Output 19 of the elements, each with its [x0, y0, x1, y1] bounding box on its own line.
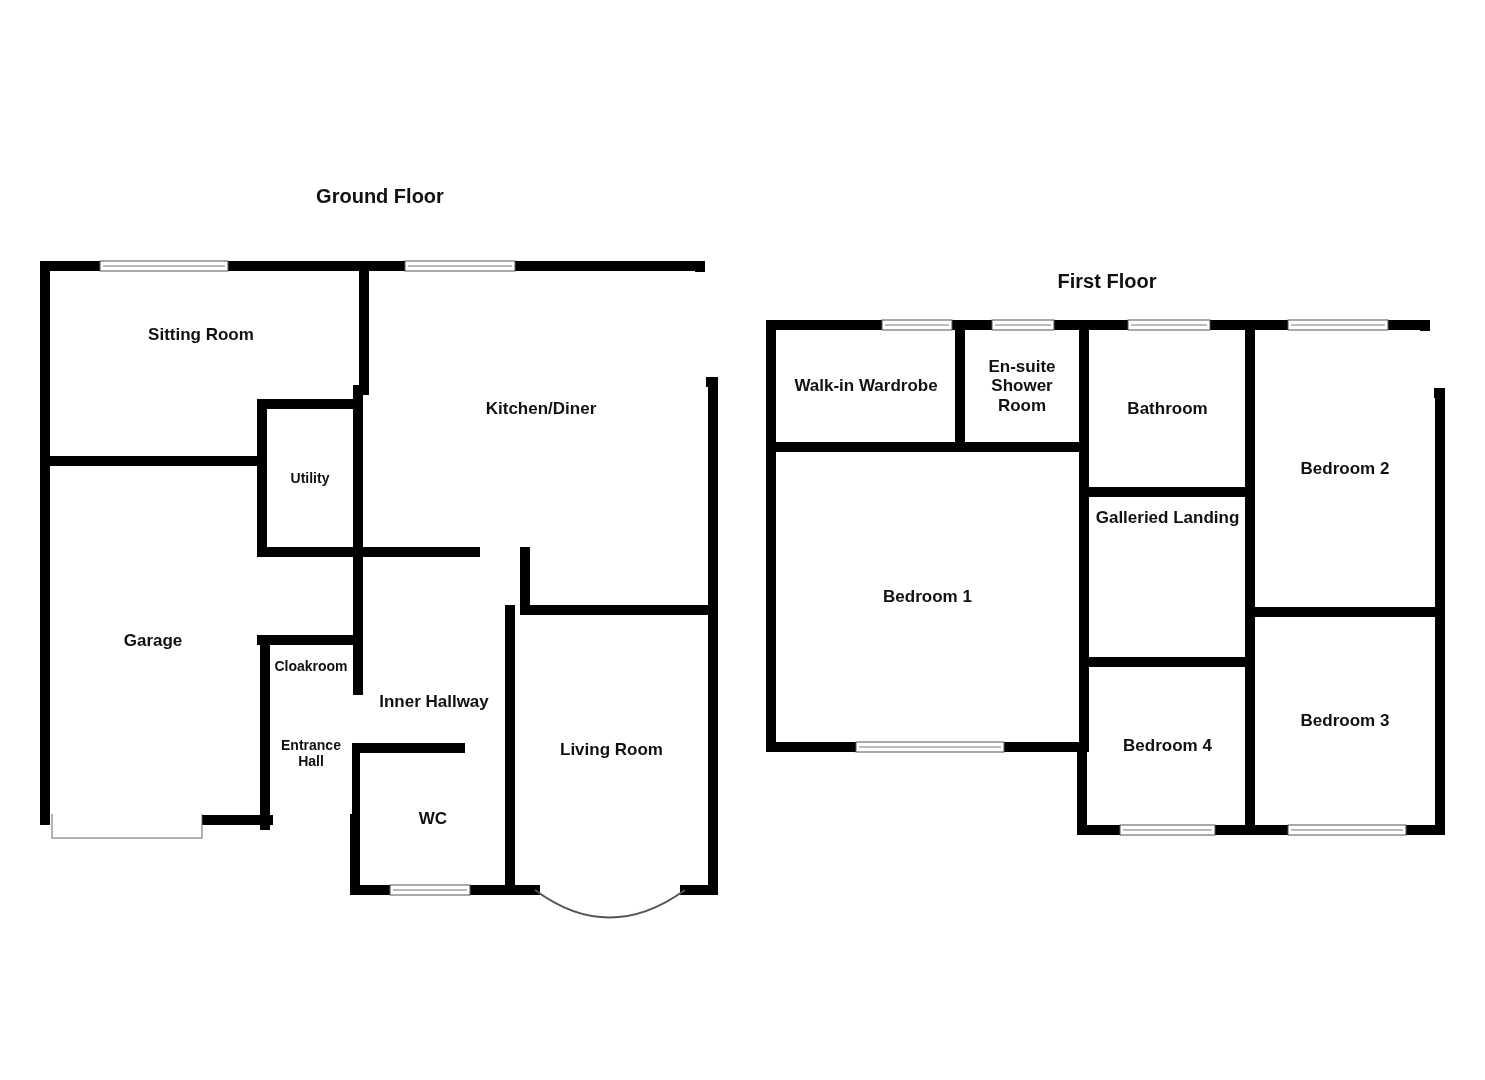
- room-name: Garage: [123, 630, 183, 651]
- room-name: Kitchen/Diner: [485, 398, 597, 419]
- room-name: Walk-in Wardrobe: [794, 376, 938, 396]
- room-name: Bathroom: [1127, 398, 1208, 419]
- room-name: Bedroom 3: [1300, 711, 1390, 731]
- room-name: Galleried Landing: [1095, 508, 1240, 528]
- room-name: Entrance Hall: [280, 736, 342, 770]
- room-name: Bedroom 4: [1123, 736, 1212, 756]
- room-name: WC: [418, 809, 448, 829]
- room-name: Bedroom 2: [1300, 458, 1390, 479]
- room-name: Inner Hallway: [379, 692, 489, 712]
- room-name: En-suite Shower Room: [987, 356, 1057, 416]
- floor-heading: Ground Floor: [316, 185, 444, 208]
- room-name: Utility: [290, 469, 330, 487]
- room-name: Sitting Room: [148, 325, 254, 345]
- floor-heading: First Floor: [1057, 270, 1157, 293]
- room-name: Bedroom 1: [883, 587, 972, 607]
- room-name: Cloakroom: [274, 657, 348, 675]
- room-name: Living Room: [560, 740, 663, 760]
